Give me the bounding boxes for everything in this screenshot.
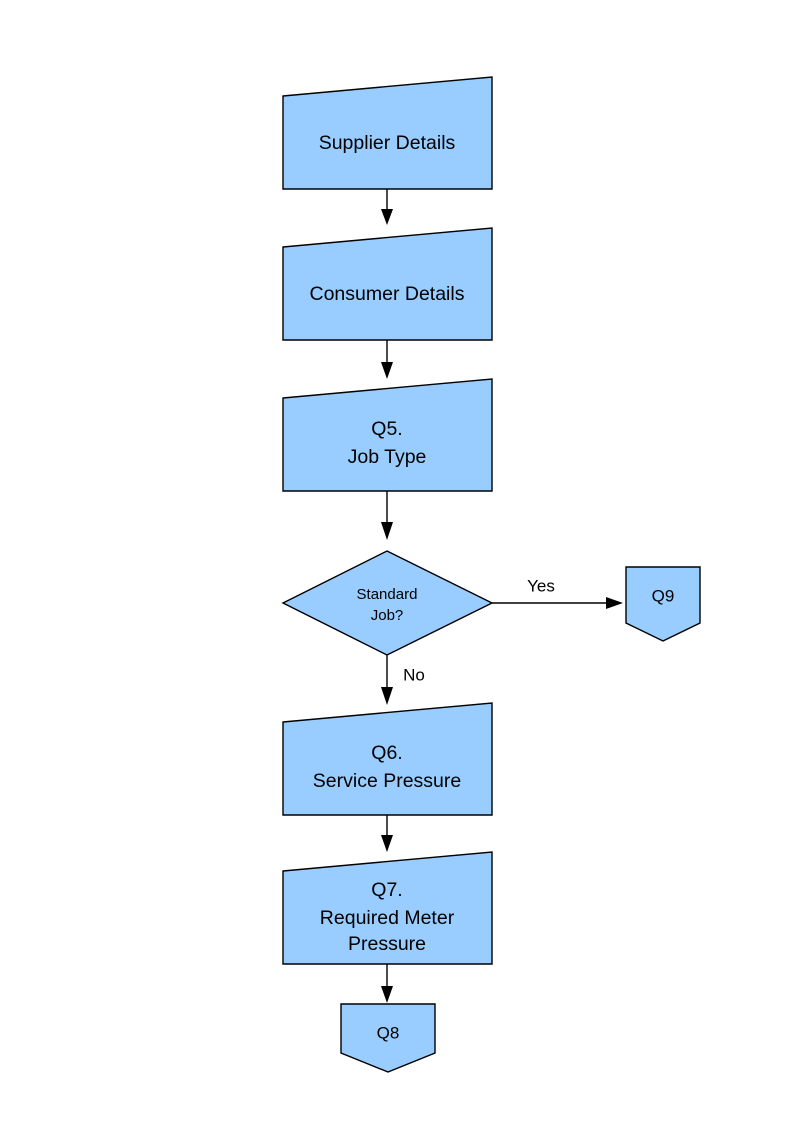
connector-decision-yes-to-q9	[492, 597, 623, 609]
node-consumer-details-label: Consumer Details	[310, 283, 465, 305]
node-q7-label-line3: Pressure	[348, 933, 426, 955]
arrow-head-icon	[381, 986, 393, 1003]
node-q9[interactable]: Q9	[625, 566, 701, 642]
edge-label-yes: Yes	[527, 576, 555, 595]
arrow-head-icon	[381, 522, 393, 540]
node-q5-label-line1: Q5.	[371, 418, 402, 440]
decision-diamond-shape	[281, 550, 494, 656]
manual-input-shape	[282, 851, 493, 965]
arrow-head-icon	[381, 362, 393, 379]
connector-q6-to-q7	[381, 815, 393, 852]
node-supplier-details-label: Supplier Details	[319, 132, 456, 154]
arrow-head-icon	[381, 835, 393, 852]
node-q6-service-pressure[interactable]: Q6. Service Pressure	[282, 702, 493, 816]
node-q5-label-line2: Job Type	[348, 446, 427, 468]
node-q7-required-meter-pressure[interactable]: Q7. Required Meter Pressure	[282, 851, 493, 965]
arrow-head-icon	[381, 687, 393, 705]
node-q6-label-line2: Service Pressure	[313, 770, 461, 792]
connector-q7-to-q8	[381, 964, 393, 1003]
manual-input-shape	[282, 378, 493, 492]
node-q6-label-line1: Q6.	[371, 742, 402, 764]
node-decision-label-line1: Standard	[357, 586, 418, 603]
connector-decision-no-to-q6	[381, 655, 393, 705]
node-q9-label: Q9	[652, 586, 675, 605]
node-decision-standard-job[interactable]: Standard Job?	[281, 550, 494, 656]
node-consumer-details[interactable]: Consumer Details	[282, 227, 493, 341]
arrow-head-icon	[381, 209, 393, 225]
connector-q5-to-decision	[381, 491, 393, 540]
tag-pentagon-shape	[625, 566, 701, 642]
manual-input-shape	[282, 702, 493, 816]
arrow-head-icon	[606, 597, 623, 609]
manual-input-shape	[282, 227, 493, 341]
node-supplier-details[interactable]: Supplier Details	[282, 76, 493, 190]
node-decision-label-line2: Job?	[371, 607, 404, 624]
tag-pentagon-shape	[340, 1003, 436, 1073]
connector-supplier-to-consumer	[381, 189, 393, 225]
node-q7-label-line2: Required Meter	[320, 907, 455, 929]
connector-consumer-to-q5	[381, 340, 393, 379]
node-q8[interactable]: Q8	[340, 1003, 436, 1073]
edge-label-no: No	[403, 665, 425, 684]
node-q5-job-type[interactable]: Q5. Job Type	[282, 378, 493, 492]
manual-input-shape	[282, 76, 493, 190]
node-q8-label: Q8	[377, 1023, 400, 1042]
node-q7-label-line1: Q7.	[371, 879, 402, 901]
